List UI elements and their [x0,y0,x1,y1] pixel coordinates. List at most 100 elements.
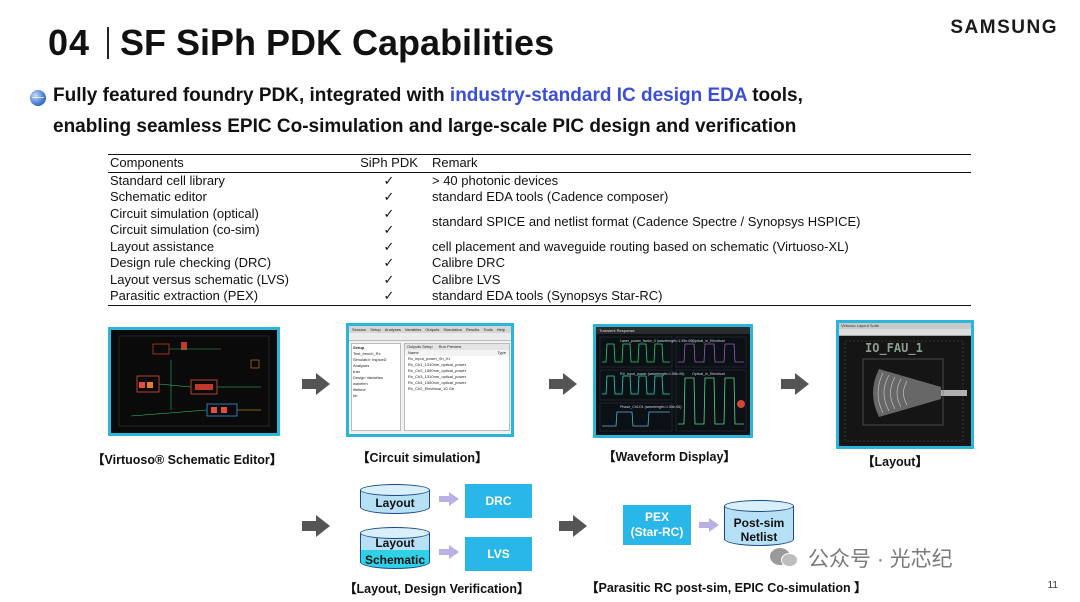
col-type: Type [497,350,506,355]
table-row: Circuit simulation (co-sim) ✓ [108,222,971,239]
check-icon: ✓ [383,189,395,204]
bullet-line-2: enabling seamless EPIC Co-simulation and… [53,116,797,137]
setup-row: Design Variables [353,375,383,380]
table-row: Parasitic extraction (PEX) ✓ standard ED… [108,288,971,305]
check-icon: ✓ [383,205,395,221]
menu-item[interactable]: Results [466,327,480,332]
layout-schematic-database-icon: Layout Schematic [360,527,430,569]
postsim-netlist-database-icon: Post-sim Netlist [724,500,794,546]
table-row: Schematic editor ✓ standard EDA tools (C… [108,189,971,206]
menu-item[interactable]: Session [352,327,367,332]
header-siph-pdk: SiPh PDK [360,155,418,170]
page-number: 11 [1047,580,1058,591]
outputs-tabs: Outputs Setup Run Preview [405,344,509,350]
component-cell: Circuit simulation (co-sim) [110,222,260,237]
sim-toolbar [349,333,511,341]
check-icon: ✓ [383,255,395,270]
flow-arrow-icon [781,373,809,395]
menu-item[interactable]: Tools [483,327,493,332]
schematic-drawing [111,330,277,433]
menu-item[interactable]: Setup [370,327,381,332]
output-row: Rx_input_power_0h_01 [408,356,451,361]
check-icon: ✓ [383,222,395,237]
drc-box: DRC [465,484,532,518]
flow-arrow-icon [302,515,330,537]
setup-row: Simulator: hspiceD [353,357,387,362]
output-row: Rx_Ch4_1550nm_optical_power [408,380,467,385]
slide-number: 04 [48,22,91,63]
menu-item[interactable]: Variables [404,327,422,332]
pex-label: PEX [644,510,669,524]
menu-item[interactable]: Analyses [384,327,401,332]
component-cell: Design rule checking (DRC) [110,255,272,270]
component-cell: Parasitic extraction (PEX) [110,288,259,303]
caption-waveform: 【Waveform Display】 [603,450,736,464]
tab-outputs-setup[interactable]: Outputs Setup [407,344,433,349]
light-arrow-icon [699,518,719,532]
output-row: Rx_Ch3_1310nm_optical_power [408,374,467,379]
header-remark: Remark [432,155,478,170]
setup-row: Test_bench_Rx [353,351,381,356]
db-label: Layout [375,496,415,510]
setup-row: tran [353,369,360,374]
waveform-plots [596,334,750,435]
waveform-display-screenshot: Transient Response Laser_power_factor_0 … [593,324,753,438]
tab-run-preview[interactable]: Run Preview [438,344,462,349]
setup-row: Analyses [353,363,370,368]
menu-item[interactable]: Simulation [443,327,463,332]
header-components: Components [110,155,184,170]
caption-verification: 【Layout, Design Verification】 [344,582,530,596]
remark-cell: standard SPICE and netlist format (Caden… [432,213,861,229]
bullet-line-1: Fully featured foundry PDK, integrated w… [53,85,803,107]
db-label: Layout [375,536,415,550]
setup-row: lifetime [353,387,366,392]
col-name: Name [408,350,419,355]
remark-cell: Calibre LVS [432,271,501,287]
component-cell: Layout assistance [110,238,215,254]
table-row: Standard cell library ✓ > 40 photonic de… [108,172,971,189]
layout-toolbar [839,329,971,336]
caption-schematic: 【Virtuoso® Schematic Editor】 [92,453,283,467]
waveform-label: Phase_Ch1O1 (wavelength=1.55e-06) [620,405,682,409]
bullet-text-pre: Fully featured foundry PDK, integrated w… [53,85,450,106]
caption-postsim: 【Parasitic RC post-sim, EPIC Co-simulati… [586,581,867,595]
menu-item[interactable]: Help [496,327,505,332]
light-arrow-icon [439,545,459,559]
flow-arrow-icon [302,373,330,395]
light-arrow-icon [439,492,459,506]
flow-arrow-icon [549,373,577,395]
circuit-simulation-screenshot: Session Setup Analyses Variables Outputs… [346,323,514,437]
output-row: Rx_Ch2_1550nm_optical_power [408,368,467,373]
output-row: Rx_Ch1_1310nm_optical_power [408,362,467,367]
flow-arrow-icon [559,515,587,537]
schematic-editor-screenshot [108,327,280,436]
title-divider [107,27,109,59]
layout-title-bar: Virtuoso Layout Suite [839,323,971,329]
db-label: Schematic [364,553,426,567]
setup-panel-title: Setup [353,345,365,350]
globe-bullet-icon [30,90,46,106]
lvs-box: LVS [465,537,532,571]
check-icon: ✓ [383,238,395,254]
sim-menu-bar: Session Setup Analyses Variables Outputs… [349,326,511,333]
component-cell: Standard cell library [110,172,225,188]
remark-cell: standard EDA tools (Cadence composer) [432,189,669,204]
caption-circuit: 【Circuit simulation】 [357,451,488,465]
pex-box: PEX (Star-RC) [623,505,691,545]
setup-row: wavelen [353,381,368,386]
remark-cell: cell placement and waveguide routing bas… [432,238,849,254]
menu-item[interactable]: Outputs [425,327,440,332]
capabilities-table: Components SiPh PDK Remark Standard cell… [108,154,971,306]
sim-outputs-panel: Outputs Setup Run Preview Name Type Rx_i… [404,343,510,431]
samsung-logo: SAMSUNG [950,17,1058,38]
pex-tool-label: (Star-RC) [630,525,684,539]
netlist-label: Post-sim [733,516,785,530]
watermark-text: 公众号 · 光芯纪 [808,548,953,571]
layout-cell-name: IO_FAU_1 [865,341,923,355]
component-cell: Schematic editor [110,189,207,204]
waveform-label: Optical_in_Electrical [692,372,725,376]
waveform-label: Optical_in_Electrical [692,339,725,343]
component-cell: Layout versus schematic (LVS) [110,271,289,287]
waveform-label: Laser_power_factor_0 (wavelength=1.55e-0… [620,339,694,343]
caption-layout: 【Layout】 [862,455,928,469]
